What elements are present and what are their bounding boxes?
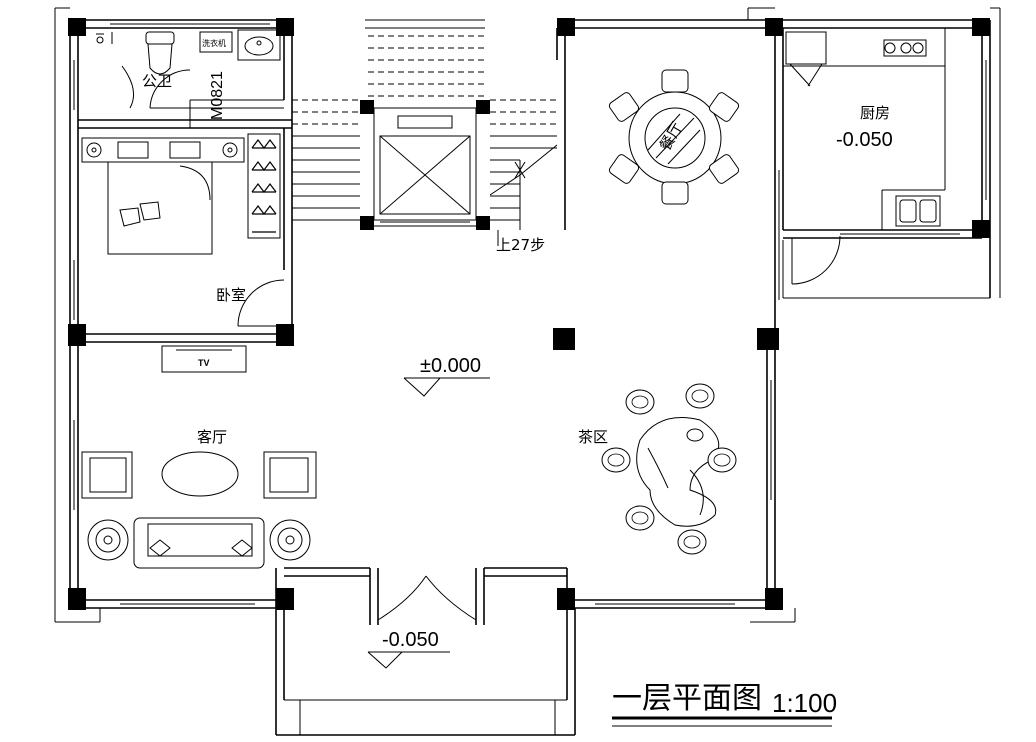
structural-columns [68,18,990,610]
labels: 公卫 M0821 洗衣机 卧室 TV 客厅 上27步 餐厅 厨房 -0.050 … [142,38,893,651]
stair-label: 上27步 [496,236,545,254]
toilet-fixtures [96,29,284,128]
room-label-kitchen: 厨房 [860,104,890,122]
drawing-scale: 1:100 [772,688,837,718]
elevation-kitchen: -0.050 [836,129,893,151]
elevation-markers [367,377,490,669]
door-code-label: M0821 [209,71,226,120]
elevation-main: ±0.000 [420,355,481,377]
elevator-shaft [373,107,477,227]
room-label-toilet: 公卫 [142,72,172,90]
room-label-tea-area: 茶区 [578,428,608,446]
bedroom-furniture [81,133,285,327]
room-label-bedroom: 卧室 [216,286,246,304]
washer-label: 洗衣机 [202,38,226,48]
staircase [292,19,558,246]
dining-furniture [608,69,740,205]
room-label-living: 客厅 [197,428,227,446]
entrance-double-door [377,575,477,621]
tv-label: TV [198,358,210,368]
drawing-title-block: 一层平面图 1:100 [612,681,837,727]
exterior-walls [54,7,1001,623]
elevation-entrance: -0.050 [382,629,439,651]
living-room-furniture [81,345,317,569]
windows [73,23,987,605]
drawing-title: 一层平面图 [612,681,762,716]
tea-area-furniture [601,383,737,555]
kitchen-fixtures [783,28,946,285]
interior-walls [78,28,576,736]
